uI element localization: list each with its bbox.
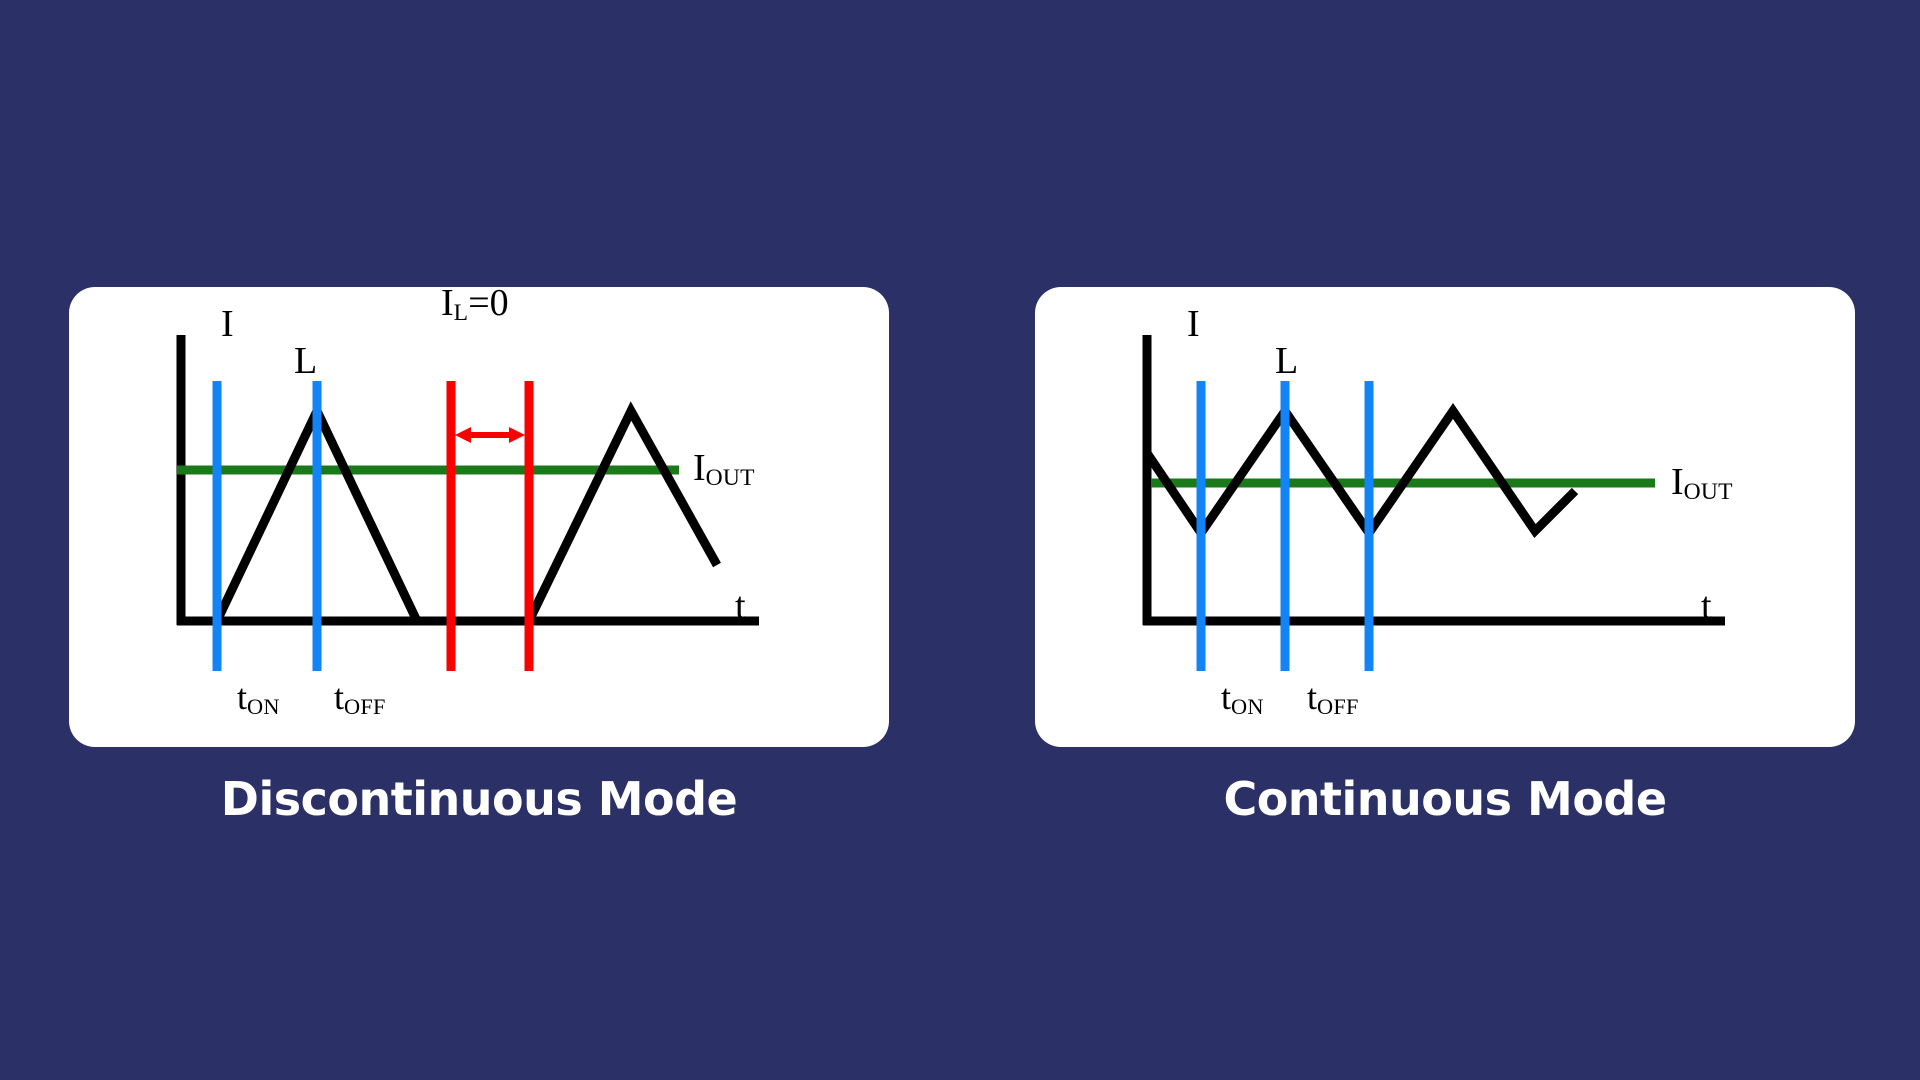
zero-current-equality: =0 bbox=[468, 282, 509, 324]
zero-current-symbol: I bbox=[441, 282, 454, 324]
y-axis-label: I bbox=[1187, 303, 1200, 345]
inductor-current-waveform bbox=[212, 400, 721, 626]
average-current-symbol: I bbox=[1671, 461, 1684, 503]
t-off-label: tOFF bbox=[334, 679, 386, 718]
average-current-subscript: OUT bbox=[705, 465, 755, 492]
average-current-subscript: OUT bbox=[1683, 479, 1733, 506]
axes-continuous bbox=[1142, 335, 1725, 626]
t-off-symbol: t bbox=[334, 677, 345, 717]
t-on-subscript: ON bbox=[247, 693, 280, 719]
zero-current-subscript: L bbox=[453, 300, 469, 327]
t-on-symbol: t bbox=[1221, 677, 1232, 717]
t-off-symbol: t bbox=[1307, 677, 1318, 717]
inductor-label: L bbox=[1275, 340, 1299, 382]
card-continuous-mode: I L IOUT t tON tOFF bbox=[1035, 287, 1855, 747]
inductor-current-waveform bbox=[1143, 403, 1579, 541]
card-discontinuous-mode: I L IL=0 IOUT t tON tOFF bbox=[69, 284, 889, 747]
caption-continuous-mode: Continuous Mode bbox=[1223, 772, 1667, 826]
t-on-label: tON bbox=[1221, 679, 1264, 718]
average-current-label: IOUT bbox=[1671, 463, 1733, 505]
zero-current-label: IL=0 bbox=[441, 284, 509, 326]
caption-discontinuous-mode: Discontinuous Mode bbox=[220, 772, 738, 826]
t-off-subscript: OFF bbox=[344, 693, 386, 719]
t-on-subscript: ON bbox=[1231, 693, 1264, 719]
t-off-subscript: OFF bbox=[1317, 693, 1359, 719]
t-off-label: tOFF bbox=[1307, 679, 1359, 718]
t-on-label: tON bbox=[237, 679, 280, 718]
x-axis-label: t bbox=[1701, 585, 1712, 627]
t-on-symbol: t bbox=[237, 677, 248, 717]
zero-current-double-arrow bbox=[455, 427, 525, 443]
panel-discontinuous-mode: I L IL=0 IOUT t tON tOFF Discontinuous M… bbox=[69, 284, 889, 826]
average-current-symbol: I bbox=[693, 447, 706, 489]
panel-continuous-mode: I L IOUT t tON tOFF Continuous Mode bbox=[1035, 287, 1855, 826]
y-axis-label: I bbox=[221, 303, 234, 345]
x-axis-label: t bbox=[735, 585, 746, 627]
inductor-label: L bbox=[294, 340, 318, 382]
average-current-label: IOUT bbox=[693, 449, 755, 491]
